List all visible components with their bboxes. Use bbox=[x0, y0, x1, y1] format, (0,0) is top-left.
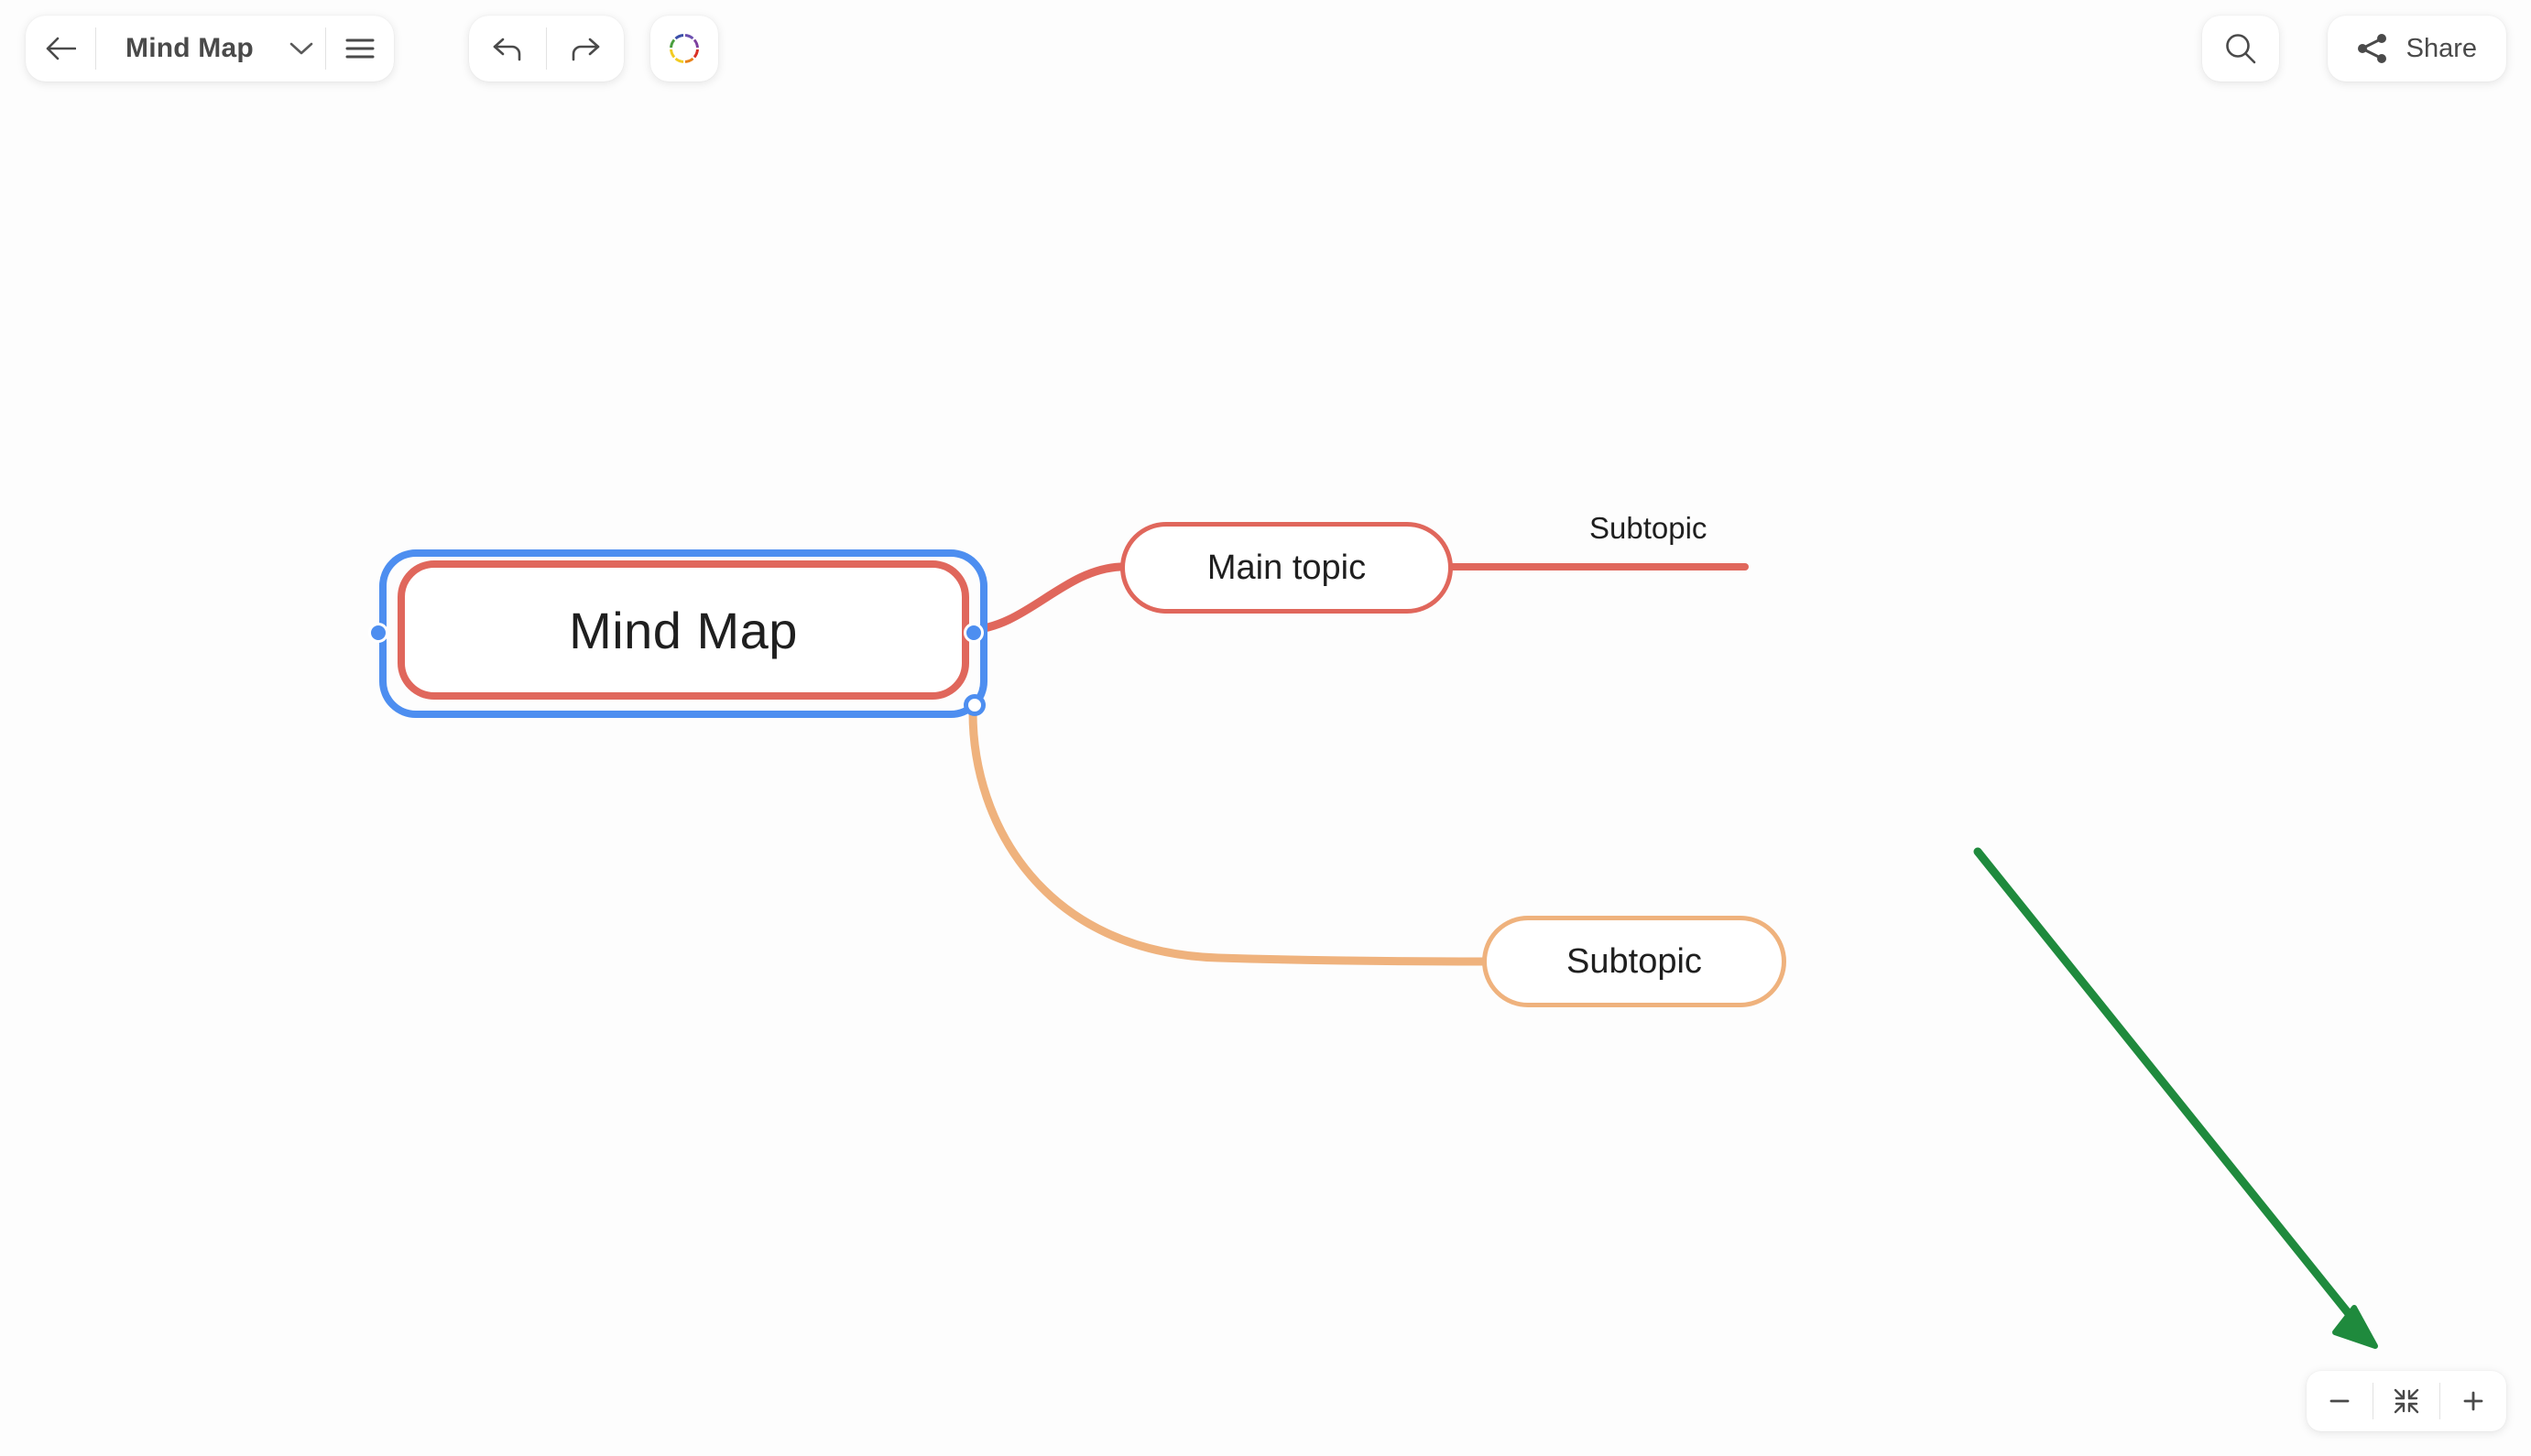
mindmap-node-root[interactable]: Mind Map bbox=[398, 560, 969, 700]
mindmap-node-subtopic-2[interactable]: Subtopic bbox=[1482, 916, 1786, 1007]
plus-icon bbox=[2463, 1391, 2483, 1411]
titlebar-divider-2 bbox=[324, 27, 326, 70]
mindmap-node-main-topic[interactable]: Main topic bbox=[1120, 522, 1453, 614]
zoom-controls bbox=[2307, 1371, 2506, 1431]
search-icon bbox=[2226, 34, 2256, 64]
search-button[interactable] bbox=[2202, 16, 2279, 81]
edge-root-to-main bbox=[965, 562, 1125, 635]
color-wheel-icon bbox=[667, 31, 702, 66]
fit-to-screen-icon bbox=[2394, 1388, 2419, 1414]
document-title: Mind Map bbox=[125, 33, 254, 63]
hamburger-menu-icon bbox=[345, 38, 375, 59]
arrow-left-icon bbox=[46, 37, 76, 60]
title-dropdown-button[interactable] bbox=[278, 16, 325, 81]
edge-root-to-sub2 bbox=[968, 708, 1487, 966]
back-button[interactable] bbox=[26, 16, 95, 81]
annotation-arrow-green[interactable] bbox=[1973, 847, 2378, 1349]
undo-arrow-icon bbox=[493, 38, 521, 61]
share-button-label: Share bbox=[2406, 33, 2477, 63]
fit-to-screen-button[interactable] bbox=[2373, 1371, 2439, 1431]
share-button[interactable]: Share bbox=[2327, 16, 2506, 81]
chevron-down-icon bbox=[289, 42, 313, 55]
zoom-in-button[interactable] bbox=[2440, 1371, 2506, 1431]
redo-arrow-icon bbox=[572, 38, 600, 61]
selection-handle-left[interactable] bbox=[368, 623, 388, 643]
share-nodes-icon bbox=[2357, 34, 2386, 63]
theme-palette-button[interactable] bbox=[650, 16, 718, 81]
redo-button[interactable] bbox=[547, 16, 624, 81]
selection-handle-bottom-right[interactable] bbox=[964, 694, 986, 716]
main-menu-button[interactable] bbox=[326, 16, 394, 81]
document-titlebar: Mind Map bbox=[26, 16, 394, 81]
selection-handle-right[interactable] bbox=[964, 623, 984, 643]
history-toolbar bbox=[469, 16, 624, 81]
titlebar-divider-1 bbox=[95, 27, 96, 70]
undo-button[interactable] bbox=[469, 16, 546, 81]
history-divider bbox=[546, 27, 547, 70]
mindmap-node-subtopic-1[interactable]: Subtopic bbox=[1589, 511, 1707, 545]
zoom-divider-2 bbox=[2439, 1383, 2440, 1419]
minus-icon bbox=[2329, 1399, 2350, 1403]
zoom-out-button[interactable] bbox=[2307, 1371, 2373, 1431]
